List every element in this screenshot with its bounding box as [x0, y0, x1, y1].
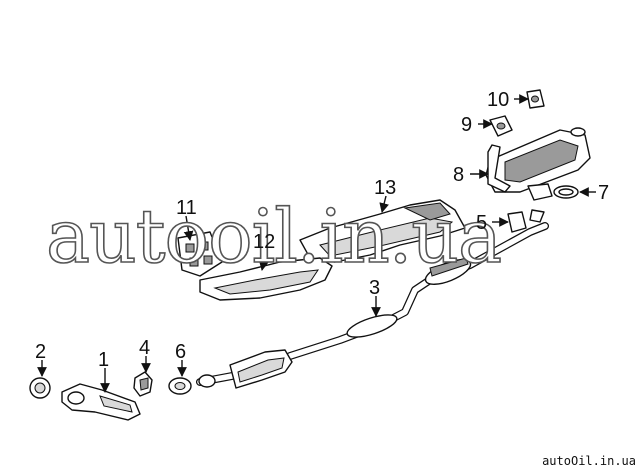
watermark-text: autooil.in.ua: [46, 194, 501, 280]
callout-6: 6: [175, 341, 186, 363]
callout-2: 2: [35, 341, 46, 363]
part-11-gasket: [177, 231, 223, 277]
part-8-muffler: [485, 127, 591, 193]
callout-3: 3: [369, 277, 380, 299]
callout-5: 5: [476, 212, 487, 234]
callout-8: 8: [453, 164, 464, 186]
part-1-front-pipe: [61, 383, 141, 421]
callout-1: 1: [98, 349, 109, 371]
part-5-hanger: [507, 209, 545, 233]
callout-7: 7: [598, 182, 609, 204]
part-3-center-pipe: [286, 222, 549, 360]
callout-4: 4: [139, 337, 150, 359]
callout-10: 10: [487, 89, 509, 111]
part-6-gasket: [168, 377, 192, 395]
leader-12: [258, 249, 269, 271]
catalytic-converter: [196, 349, 293, 389]
rear-flange: [527, 183, 553, 201]
callout-9: 9: [461, 114, 472, 136]
callout-12: 12: [253, 231, 275, 253]
footer-site-label: autoOil.in.ua: [542, 454, 636, 468]
part-4-nut: [133, 371, 153, 397]
part-7-gasket-ring: [553, 185, 579, 199]
part-10-hanger: [526, 89, 545, 109]
leader-11: [183, 215, 194, 241]
callout-11: 11: [176, 197, 197, 219]
part-12-heat-shield: [199, 257, 333, 301]
part-13-heat-shield: [299, 199, 466, 263]
part-9-hanger: [489, 115, 513, 137]
part-2-gasket: [29, 377, 51, 399]
callout-13: 13: [374, 177, 396, 199]
leader-13: [379, 195, 389, 213]
